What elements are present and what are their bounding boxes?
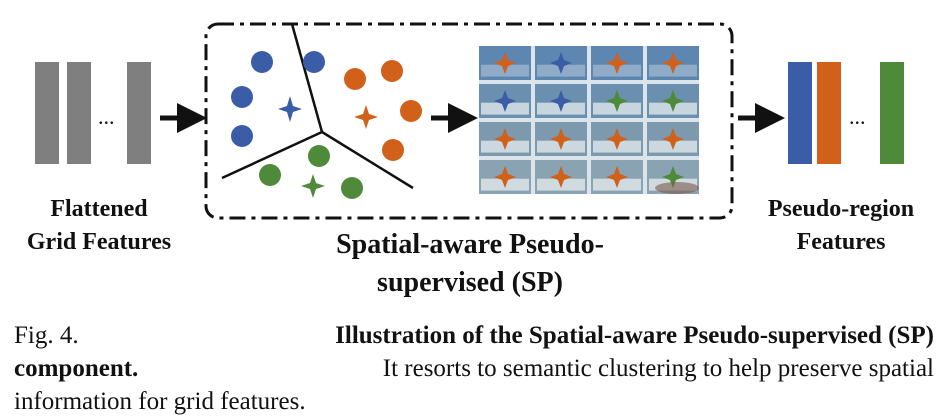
grid-star-marker — [606, 128, 628, 150]
green-point — [308, 145, 330, 167]
gray-bar-2 — [67, 62, 91, 164]
grid-star-marker — [662, 90, 684, 112]
caption-line-2-text: It resorts to semantic clustering to hel… — [382, 355, 934, 382]
green-point — [259, 164, 281, 186]
grid-image — [479, 46, 699, 194]
figure-caption: Fig. 4. Illustration of the Spatial-awar… — [14, 319, 934, 418]
semantic-clustering — [221, 23, 422, 199]
orange-point — [382, 139, 404, 161]
left-label-line-2: Grid Features — [26, 229, 172, 255]
ellipsis-right: ... — [849, 104, 866, 129]
caption-title-part-2: component. — [14, 355, 139, 382]
green-point — [341, 177, 363, 199]
blue-point — [231, 86, 253, 108]
center-label-line-2: supervised (SP) — [377, 267, 563, 298]
right-label-line-2: Features — [796, 229, 886, 255]
orange-bar — [817, 62, 841, 164]
caption-line-2: component. It resorts to semantic cluste… — [14, 352, 934, 385]
grid-star-marker — [606, 166, 628, 188]
cluster-divider-3 — [321, 130, 414, 190]
orange-centroid-star — [354, 105, 378, 129]
right-label-line-1: Pseudo-region — [767, 196, 915, 222]
gray-bar-1 — [35, 62, 59, 164]
caption-line-1: Fig. 4. Illustration of the Spatial-awar… — [14, 319, 934, 352]
orange-point — [400, 100, 422, 122]
grid-rock — [655, 182, 699, 194]
blue-centroid-star — [278, 96, 302, 122]
grid-star-marker — [550, 166, 572, 188]
blue-point — [303, 51, 325, 73]
blue-bar — [788, 62, 812, 164]
left-label-line-1: Flattened — [50, 196, 148, 222]
caption-title-part-1: Illustration of the Spatial-aware Pseudo… — [335, 322, 934, 349]
cluster-divider-2 — [221, 130, 323, 180]
grid-star-marker — [494, 90, 516, 112]
center-label-line-1: Spatial-aware Pseudo- — [336, 229, 604, 260]
flattened-grid-features: ... — [35, 62, 151, 164]
grid-star-marker — [550, 52, 572, 74]
blue-point — [231, 125, 253, 147]
grid-star-marker — [494, 52, 516, 74]
blue-point — [251, 51, 273, 73]
sp-component-label: Spatial-aware Pseudo- supervised (SP) — [280, 226, 660, 302]
green-centroid-star — [301, 174, 325, 198]
caption-fig-label: Fig. 4. — [14, 322, 79, 349]
cluster-divider-1 — [290, 23, 324, 133]
orange-point — [344, 68, 366, 90]
grid-star-marker — [550, 128, 572, 150]
flattened-grid-features-label: Flattened Grid Features — [14, 193, 184, 259]
grid-star-marker — [494, 166, 516, 188]
orange-point — [381, 60, 403, 82]
gray-bar-3 — [127, 62, 151, 164]
grid-star-marker — [606, 52, 628, 74]
pseudo-region-features-label: Pseudo-region Features — [746, 193, 936, 259]
green-bar — [880, 62, 904, 164]
grid-star-marker — [494, 128, 516, 150]
sp-diagram: ... ... — [35, 22, 904, 220]
grid-star-marker — [662, 52, 684, 74]
ellipsis-left: ... — [98, 104, 115, 129]
sp-box — [204, 22, 734, 220]
grid-star-marker — [606, 90, 628, 112]
grid-star-marker — [662, 128, 684, 150]
grid-star-marker — [662, 166, 684, 188]
pseudo-region-features: ... — [788, 62, 904, 164]
grid-star-marker — [550, 90, 572, 112]
